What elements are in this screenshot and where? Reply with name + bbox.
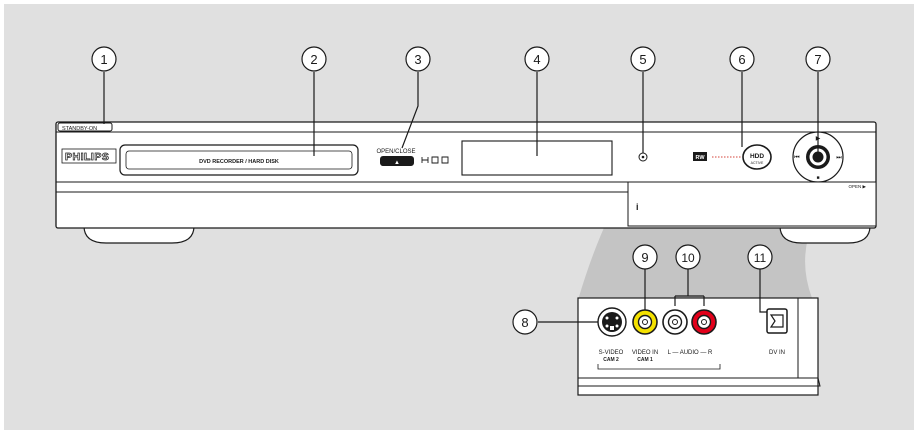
audio-label: L — AUDIO — R [668,350,713,356]
s-video-pin [605,316,609,320]
callout-3: 3 [414,52,421,67]
s-video-key [610,326,614,330]
next-icon: ⏭ [836,155,842,161]
dv-in-port-shape [769,314,784,328]
leader-3 [401,72,419,149]
audio-left-jack-pin [672,319,678,325]
hdd-active-button[interactable] [742,144,772,170]
audio-right-jack-pin [701,319,707,325]
callout-6-circle [729,46,755,72]
callout-3-circle [405,46,431,72]
brand-logo: PHILIPS [65,151,109,163]
callout-2-circle [301,46,327,72]
s-video-pin [605,324,609,328]
callout-6: 6 [738,52,745,67]
rw-logo-letters: RW [695,155,705,161]
s-video-pin [615,324,619,328]
leader-10 [674,269,705,306]
prev-icon: ⏮ [794,155,800,161]
callout-1-circle [91,46,117,72]
hdd-logo-icon [421,156,449,164]
dv-in-port[interactable] [766,308,788,334]
callout-8-circle [512,309,538,335]
open-label: OPEN ▶ [849,184,867,189]
left-foot [83,225,195,244]
callout-4: 4 [533,52,540,67]
navigation-center-button[interactable] [812,151,824,163]
video-in-label: VIDEO IN [632,350,658,356]
callout-2: 2 [310,52,317,67]
zoom-panel-lip [578,377,821,387]
callouts: 1 2 3 4 5 6 7 8 9 10 11 [91,46,831,335]
brand-logo-box [61,148,117,164]
standby-button[interactable] [57,122,113,132]
rw-logo-icon [693,152,707,161]
callout-9-circle [632,244,658,270]
open-close-label: OPEN/CLOSE [376,149,415,155]
disc-tray-slot [125,150,353,170]
s-video-pin [615,316,619,320]
callout-7: 7 [814,52,821,67]
tray-label: DVD RECORDER / HARD DISK [199,159,279,165]
callout-4-circle [524,46,550,72]
callout-11: 11 [754,251,767,265]
hdd-label: HDD [750,153,764,160]
callout-5-circle [630,46,656,72]
eject-icon: ▲ [394,160,400,166]
cam1-label: CAM 1 [637,357,653,363]
right-foot [779,225,871,244]
video-in-jack-pin [642,319,648,325]
stop-icon: ■ [816,175,819,181]
info-icon: i [636,202,639,212]
standby-label: STANDBY-ON [62,126,97,132]
callout-11-circle [747,244,773,270]
callout-7-circle [805,46,831,72]
callout-5: 5 [639,52,646,67]
s-video-label: S-VIDEO [599,350,624,356]
callout-9: 9 [641,250,648,265]
dv-in-label: DV IN [769,350,785,356]
cam-bracket [597,364,721,370]
open-close-button[interactable] [380,156,414,166]
cam2-label: CAM 2 [603,357,619,363]
callout-1: 1 [100,52,107,67]
front-flap[interactable] [627,181,877,227]
callout-10-circle [675,244,701,270]
callout-10: 10 [681,251,695,265]
hdd-active-label: ACTIVE [751,161,764,165]
callout-8: 8 [521,315,528,330]
ir-sensor-dot [641,155,645,159]
callout-leaders [103,72,819,323]
leader-11 [759,269,767,313]
